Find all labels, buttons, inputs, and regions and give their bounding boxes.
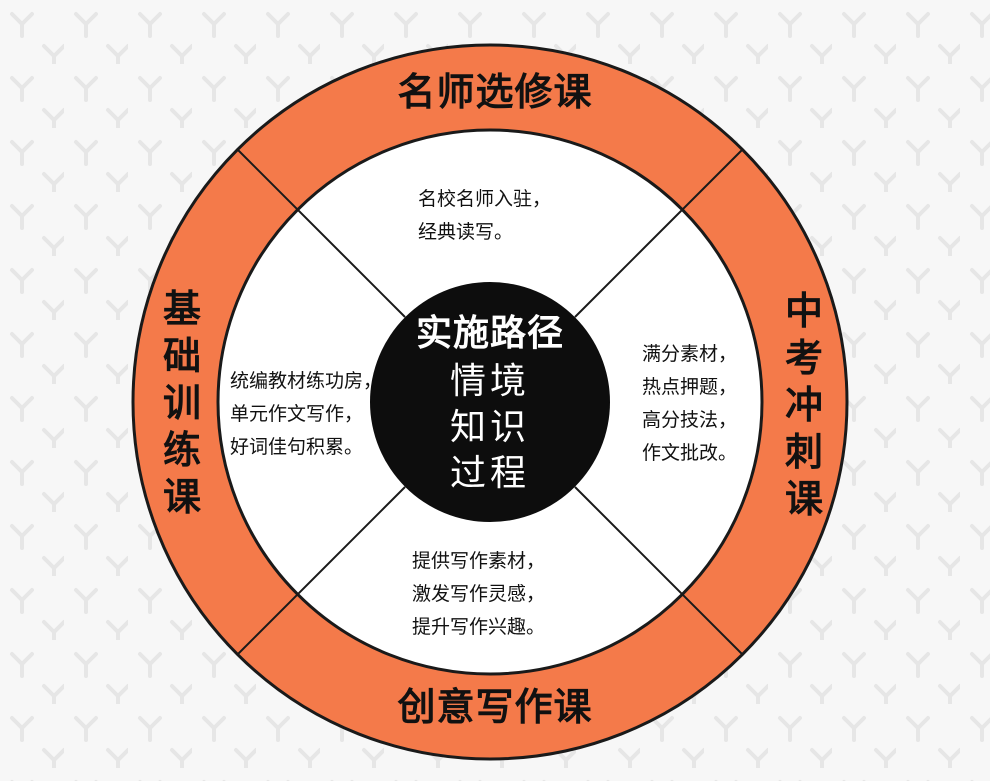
inner-text-line: 提升写作兴趣。 bbox=[412, 616, 546, 638]
inner-text-line: 激发写作灵感， bbox=[412, 583, 546, 605]
inner-text-line: 作文批改。 bbox=[642, 442, 738, 464]
ring-label-bottom: 创意写作课 bbox=[397, 685, 593, 729]
inner-text-bottom: 提供写作素材， 激发写作灵感， 提升写作兴趣。 bbox=[412, 545, 545, 644]
center-line: 知识 bbox=[449, 407, 530, 448]
inner-text-line: 单元作文写作， bbox=[230, 403, 364, 425]
ring-label-right: 中考冲刺课 bbox=[784, 289, 823, 521]
inner-text-left: 统编教材练功房， 单元作文写作， 好词佳句积累。 bbox=[230, 365, 382, 464]
divider-top-left bbox=[236, 148, 406, 318]
divider-bottom-right bbox=[574, 486, 744, 656]
inner-text-line: 经典读写。 bbox=[418, 221, 514, 243]
inner-text-line: 热点押题， bbox=[642, 376, 738, 398]
inner-text-line: 统编教材练功房， bbox=[230, 370, 383, 392]
inner-text-line: 提供写作素材， bbox=[412, 550, 546, 572]
ring-label-left: 基础训练课 bbox=[162, 287, 201, 519]
ring-label-top: 名师选修课 bbox=[397, 70, 593, 114]
divider-bottom-left bbox=[236, 486, 406, 656]
center-line: 过程 bbox=[449, 453, 530, 494]
inner-text-line: 好词佳句积累。 bbox=[230, 436, 364, 458]
inner-text-line: 满分素材， bbox=[642, 343, 738, 365]
inner-text-line: 高分技法， bbox=[642, 409, 738, 431]
center-block: 实施路径 情境 知识 过程 bbox=[370, 283, 610, 523]
center-title: 实施路径 bbox=[415, 313, 564, 354]
inner-text-top: 名校名师入驻， 经典读写。 bbox=[418, 183, 551, 249]
center-line: 情境 bbox=[449, 361, 530, 402]
inner-text-right: 满分素材， 热点押题， 高分技法， 作文批改。 bbox=[642, 338, 737, 470]
divider-top-right bbox=[574, 148, 744, 318]
inner-text-line: 名校名师入驻， bbox=[418, 188, 552, 210]
center-circle bbox=[370, 282, 610, 522]
